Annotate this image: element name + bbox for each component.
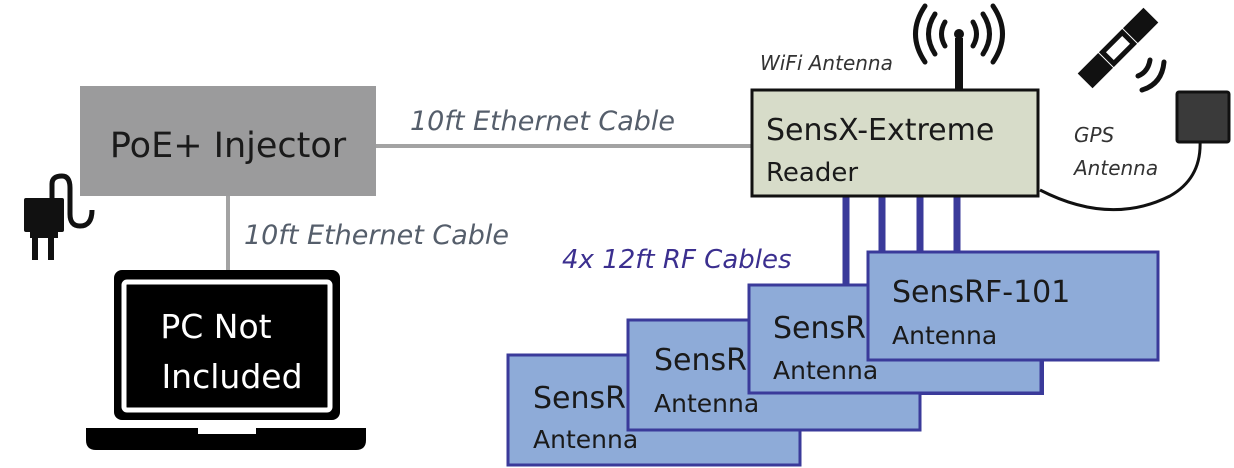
rf-antenna-1-subtitle: Antenna	[533, 425, 638, 454]
rf-cables-label: 4x 12ft RF Cables	[562, 245, 792, 275]
ethernet-cable-down-label: 10ft Ethernet Cable	[244, 220, 509, 251]
poe-injector-label: PoE+ Injector	[110, 126, 347, 166]
reader-title: SensX-Extreme	[766, 113, 994, 148]
rf-antenna-4-title-final: SensRF-101	[892, 275, 1070, 310]
rf-antenna-3-subtitle-top: Antenna	[773, 356, 878, 385]
gps-antenna-icon	[1175, 90, 1231, 144]
pc-label-line1: PC Not	[160, 307, 271, 346]
rf-cables	[842, 196, 961, 285]
gps-cable	[1039, 139, 1202, 212]
power-plug-icon	[24, 173, 95, 260]
rf-antenna-2-subtitle-front: Antenna	[654, 389, 759, 418]
ethernet-cable-top-label: 10ft Ethernet Cable	[410, 106, 675, 137]
reader-box	[750, 88, 1040, 198]
wifi-antenna-label: WiFi Antenna	[760, 51, 893, 75]
gps-antenna-label-line2: Antenna	[1072, 156, 1158, 180]
reader-subtitle: Reader	[766, 158, 858, 188]
gps-antenna-label-line1: GPS	[1074, 123, 1115, 147]
wifi-antenna-icon	[913, 3, 1005, 90]
poe-injector-box	[80, 86, 376, 196]
laptop-icon	[86, 270, 366, 450]
pc-label-line2: Included	[161, 357, 302, 396]
rf-antenna-4-subtitle-final: Antenna	[892, 321, 997, 350]
satellite-icon	[1077, 7, 1167, 93]
rf-antenna-4-top-final: SensRF-101 Antenna	[866, 250, 1160, 362]
